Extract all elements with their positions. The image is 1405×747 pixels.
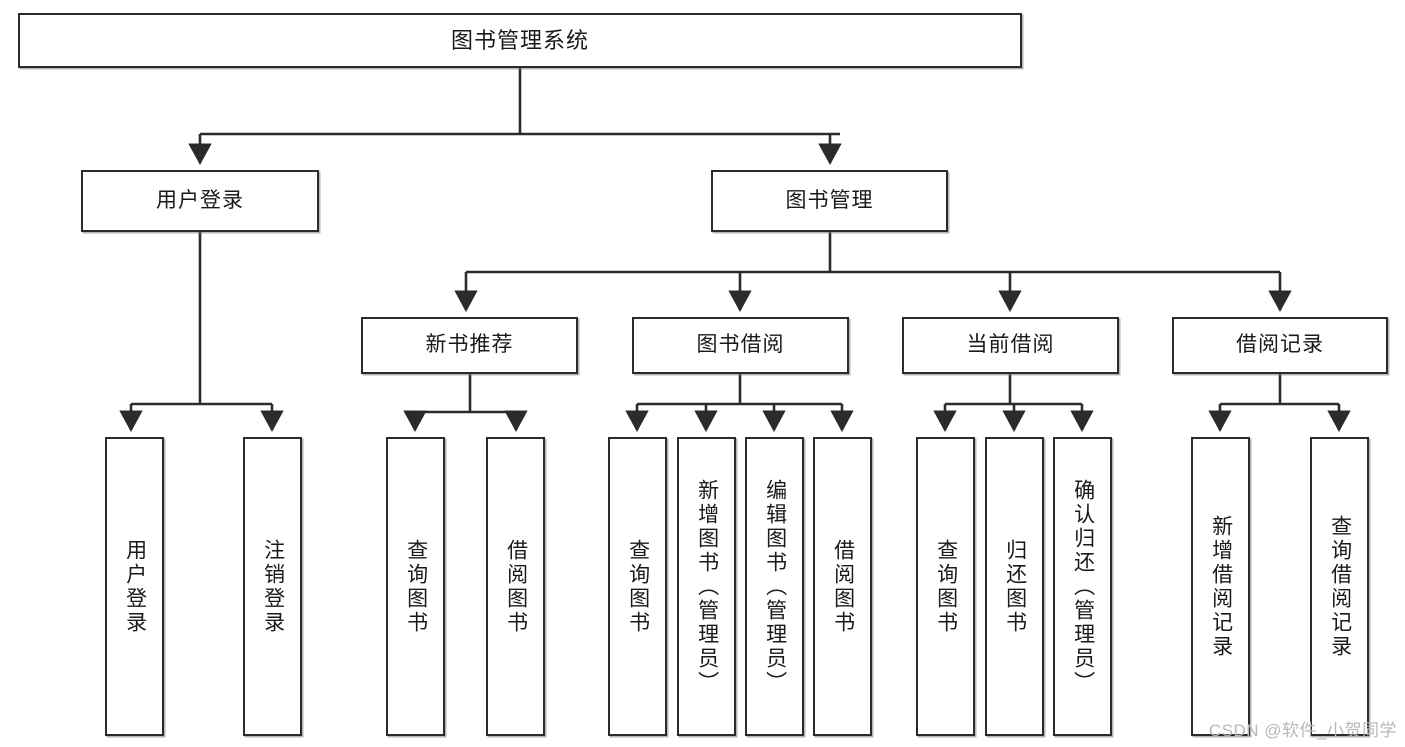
node-user-login[interactable]: 用户登录 — [81, 170, 319, 232]
node-current-borrow[interactable]: 当前借阅 — [902, 317, 1119, 374]
leaf-add-book-admin-label: 新增图书（管理员） — [695, 478, 719, 695]
leaf-borrow-book-label: 借阅图书 — [831, 538, 855, 635]
leaf-query-borrow-record[interactable]: 查询借阅记录 — [1310, 437, 1369, 736]
leaf-query-book-recommend-label: 查询图书 — [404, 538, 428, 635]
node-book-management[interactable]: 图书管理 — [711, 170, 948, 232]
leaf-borrow-book-recommend[interactable]: 借阅图书 — [486, 437, 545, 736]
leaf-add-book-admin[interactable]: 新增图书（管理员） — [677, 437, 736, 736]
leaf-query-book-borrow-label: 查询图书 — [626, 538, 650, 635]
leaf-confirm-return-admin-label: 确认归还（管理员） — [1071, 478, 1095, 695]
node-borrow-record[interactable]: 借阅记录 — [1172, 317, 1388, 374]
leaf-edit-book-admin-label: 编辑图书（管理员） — [763, 478, 787, 695]
csdn-watermark: CSDN @软件_小贺同学 — [1208, 721, 1397, 740]
node-book-borrow[interactable]: 图书借阅 — [632, 317, 849, 374]
leaf-confirm-return-admin[interactable]: 确认归还（管理员） — [1053, 437, 1112, 736]
node-new-book-recommend[interactable]: 新书推荐 — [361, 317, 578, 374]
leaf-query-book-borrow[interactable]: 查询图书 — [608, 437, 667, 736]
leaf-query-book-current[interactable]: 查询图书 — [916, 437, 975, 736]
leaf-borrow-book[interactable]: 借阅图书 — [813, 437, 872, 736]
leaf-return-book-label: 归还图书 — [1003, 538, 1027, 635]
leaf-edit-book-admin[interactable]: 编辑图书（管理员） — [745, 437, 804, 736]
leaf-user-login-label: 用户登录 — [123, 538, 147, 635]
leaf-logout-label: 注销登录 — [261, 538, 285, 635]
node-book-management-label: 图书管理 — [785, 188, 874, 212]
leaf-add-borrow-record[interactable]: 新增借阅记录 — [1191, 437, 1250, 736]
leaf-borrow-book-recommend-label: 借阅图书 — [504, 538, 528, 635]
node-book-borrow-label: 图书借阅 — [696, 333, 785, 357]
leaf-user-login[interactable]: 用户登录 — [105, 437, 164, 736]
leaf-logout[interactable]: 注销登录 — [243, 437, 302, 736]
leaf-query-book-recommend[interactable]: 查询图书 — [386, 437, 445, 736]
node-root-label: 图书管理系统 — [450, 27, 589, 53]
leaf-add-borrow-record-label: 新增借阅记录 — [1209, 514, 1233, 659]
leaf-query-borrow-record-label: 查询借阅记录 — [1328, 514, 1352, 659]
leaf-return-book[interactable]: 归还图书 — [985, 437, 1044, 736]
node-current-borrow-label: 当前借阅 — [966, 333, 1055, 357]
node-new-book-recommend-label: 新书推荐 — [425, 333, 514, 357]
node-root[interactable]: 图书管理系统 — [18, 13, 1022, 68]
node-borrow-record-label: 借阅记录 — [1236, 333, 1324, 357]
leaf-query-book-current-label: 查询图书 — [934, 538, 958, 635]
node-user-login-label: 用户登录 — [156, 188, 244, 212]
